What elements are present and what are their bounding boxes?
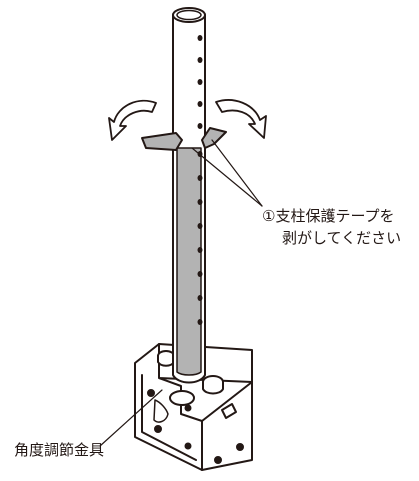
tape-flaps xyxy=(141,127,227,151)
support-pole xyxy=(172,7,206,384)
leader-lines xyxy=(99,139,263,447)
right-curved-arrow-icon xyxy=(215,99,267,139)
peel-direction-arrows xyxy=(108,99,267,141)
left-curved-arrow-icon xyxy=(108,99,157,141)
tape-instruction-line-2: 剥がしてください xyxy=(282,229,402,247)
bracket-label: 角度調節金具 xyxy=(14,441,105,459)
tape-instruction-line-1: ①支柱保護テープを xyxy=(262,207,395,225)
